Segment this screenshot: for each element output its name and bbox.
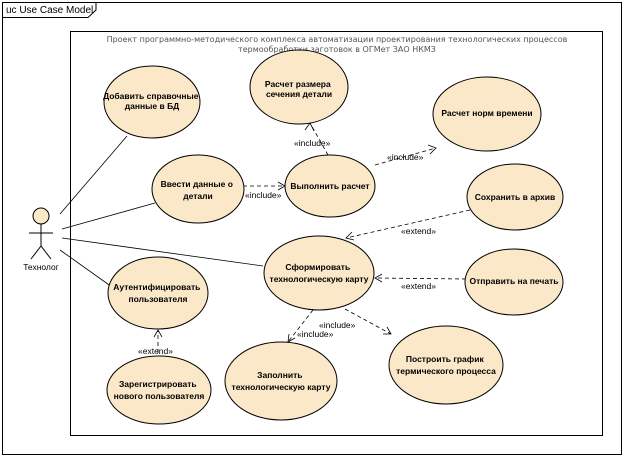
uc-enter-data-line2: детали [183, 191, 213, 201]
rel-ext-register: «extend» [138, 329, 173, 360]
uc-calc-section[interactable]: Расчет размера сечения детали [249, 49, 349, 125]
uc-print-line1: Отправить на печать [470, 276, 559, 286]
uc-auth-line2: пользователя [128, 294, 187, 304]
uc-enter-data-shape [151, 154, 245, 224]
rel-ext-print-arrow [374, 273, 383, 283]
uc-add-ref-data-line2: данные в БД [125, 101, 180, 111]
uc-form-card[interactable]: Сформировать технологическую карту [263, 235, 375, 311]
uc-add-ref-data-label: Добавить справочные данные в БД [103, 91, 201, 111]
uc-auth-label: Аутентифицировать пользователя [113, 282, 202, 304]
uc-build-chart-label: Построить график термического процесса [396, 354, 496, 376]
uc-calc-time-line1: Расчет норм времени [441, 108, 532, 118]
rel-inc-time-label: «include» [387, 152, 424, 162]
system-boundary [70, 31, 603, 436]
uc-auth-line1: Аутентифицировать [113, 282, 200, 292]
uc-calc-time-shape [432, 76, 542, 152]
rel-inc-chart-arrow [383, 326, 392, 335]
frame-tab-label: uc Use Case Model [6, 5, 93, 16]
uc-print-shape [464, 248, 564, 316]
system-title-line2: термообработки заготовок в ОГМет ЗАО НКМ… [238, 45, 436, 54]
uc-form-card-shape [263, 235, 375, 311]
uc-form-card-line1: Сформировать [285, 262, 350, 272]
rel-inc-time-line [374, 147, 437, 166]
uc-calc-time-label: Расчет норм времени [441, 108, 532, 118]
rel-inc-time: «include» [374, 144, 437, 166]
rel-ext-save-arrow [345, 231, 355, 241]
rel-inc-chart: «include» [319, 308, 392, 335]
actor-head [32, 207, 50, 225]
uc-register-shape [106, 355, 212, 425]
actor-label: Технолог [23, 262, 59, 272]
uc-do-calc-shape [284, 154, 376, 218]
rel-ext-register-arrow [153, 329, 163, 338]
rel-ext-print-line [374, 277, 467, 280]
uc-build-chart-line1: Построить график [406, 354, 485, 364]
uc-calc-section-line2: сечения детали [266, 89, 332, 99]
system-title-line1: Проект программно-методического комплекс… [107, 35, 568, 44]
rel-ext-register-label: «extend» [138, 346, 173, 356]
uc-do-calc[interactable]: Выполнить расчет [284, 154, 376, 218]
uc-enter-data-label: Ввести данные о детали [161, 179, 236, 201]
rel-inc-enter-label: «include» [245, 190, 282, 200]
uc-fill-card-line2: технологическую карту [232, 382, 331, 392]
rel-ext-print-label: «extend» [401, 281, 436, 291]
uc-save-archive-line1: Сохранить в архив [475, 192, 555, 202]
rel-inc-time-arrow [427, 144, 437, 155]
uc-fill-card-line1: Заполнить [257, 370, 302, 380]
uc-print[interactable]: Отправить на печать [464, 248, 564, 316]
uc-build-chart[interactable]: Построить график термического процесса [388, 325, 504, 405]
uc-do-calc-label: Выполнить расчет [290, 181, 369, 191]
uc-calc-section-shape [249, 49, 349, 125]
rel-inc-chart-line [344, 308, 392, 335]
uc-register-line1: Зарегистрировать [119, 379, 197, 389]
uc-add-ref-data[interactable]: Добавить справочные данные в БД [103, 65, 201, 139]
uc-fill-card-label: Заполнить технологическую карту [232, 370, 331, 392]
rel-ext-save-line [345, 209, 471, 239]
rel-inc-chart-label: «include» [319, 320, 356, 330]
assoc-actor-auth [59, 249, 113, 288]
uc-auth[interactable]: Аутентифицировать пользователя [107, 256, 209, 330]
assoc-actor-form-card [61, 237, 264, 267]
uc-add-ref-data-line1: Добавить справочные [103, 91, 199, 101]
uc-auth-shape [107, 256, 209, 330]
uc-build-chart-shape [388, 325, 504, 405]
uc-do-calc-line1: Выполнить расчет [290, 181, 369, 191]
uc-fill-card[interactable]: Заполнить технологическую карту [224, 341, 338, 421]
actor-right-leg [40, 245, 52, 260]
uc-print-label: Отправить на печать [470, 276, 559, 286]
uc-fill-card-shape [224, 341, 338, 421]
uc-calc-section-label: Расчет размера сечения детали [265, 79, 333, 99]
uc-add-ref-data-shape [103, 65, 201, 139]
assoc-actor-add-ref [59, 135, 128, 215]
uc-build-chart-line2: термического процесса [396, 366, 496, 376]
uc-save-archive-shape [466, 163, 564, 231]
uc-save-archive-label: Сохранить в архив [475, 192, 555, 202]
actor-tehnolog[interactable]: Технолог [23, 207, 59, 272]
uc-register-label: Зарегистрировать нового пользователя [114, 379, 205, 401]
uc-save-archive[interactable]: Сохранить в архив [466, 163, 564, 231]
uc-enter-data[interactable]: Ввести данные о детали [151, 154, 245, 224]
rel-ext-save-label: «extend» [401, 226, 436, 236]
uc-form-card-line2: технологическую карту [270, 274, 369, 284]
uc-enter-data-line1: Ввести данные о [161, 179, 233, 189]
rel-inc-section-label: «include» [294, 138, 331, 148]
frame-tab [2, 2, 97, 18]
assoc-actor-enter-data [61, 202, 156, 230]
rel-ext-save: «extend» [345, 209, 471, 241]
rel-ext-print: «extend» [374, 273, 467, 291]
uc-register-line2: нового пользователя [114, 391, 205, 401]
uc-calc-time[interactable]: Расчет норм времени [432, 76, 542, 152]
uc-form-card-label: Сформировать технологическую карту [270, 262, 369, 284]
uc-register[interactable]: Зарегистрировать нового пользователя [106, 355, 212, 425]
rel-inc-fill-label: «include» [297, 329, 334, 339]
uc-calc-section-line1: Расчет размера [265, 79, 331, 89]
actor-left-leg [30, 245, 42, 260]
